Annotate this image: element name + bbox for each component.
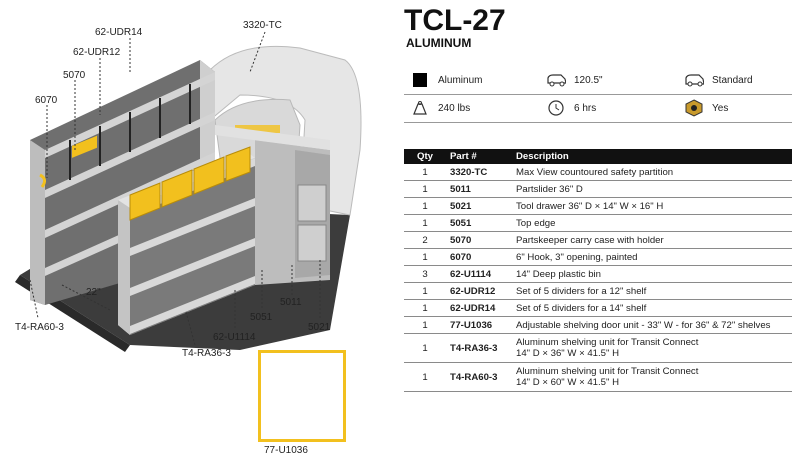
row-qty: 2: [404, 231, 446, 249]
row-description: Set of 5 dividers for a 12" shelf: [512, 282, 792, 300]
spec-weight-value: 240 lbs: [438, 102, 471, 114]
row-description: Top edge: [512, 214, 792, 232]
row-description-line1: Aluminum shelving unit for Transit Conne…: [516, 366, 699, 377]
row-qty: 1: [404, 282, 446, 300]
row-description: Aluminum shelving unit for Transit Conne…: [512, 333, 792, 363]
callout-5021: 5021: [308, 322, 331, 333]
callout-5011: 5011: [280, 297, 302, 308]
row-part: 5021: [446, 197, 512, 215]
row-description: Partskeeper carry case with holder: [512, 231, 792, 249]
spec-material: Aluminum: [410, 72, 482, 88]
row-part: 5070: [446, 231, 512, 249]
spec-install-time-value: 6 hrs: [574, 102, 597, 114]
row-part: T4-RA60-3: [446, 362, 512, 392]
callout-5070: 5070: [63, 70, 86, 81]
callout-6070: 6070: [35, 95, 58, 106]
row-description: Set of 5 dividers for a 14" shelf: [512, 299, 792, 317]
row-qty: 3: [404, 265, 446, 283]
callout-77-u1036: 77-U1036: [264, 445, 308, 456]
callout-dimension-22: 22": [86, 287, 101, 298]
spec-roof-value: Standard: [712, 74, 753, 86]
callout-t4-ra36-3: T4-RA36-3: [182, 348, 231, 359]
callout-62-u1114: 62-U1114: [213, 332, 256, 343]
hardware-nut-icon: [684, 99, 704, 117]
spec-roof: Standard: [684, 72, 753, 88]
spec-install-time: 6 hrs: [546, 100, 596, 116]
row-part: 62-U1114: [446, 265, 512, 283]
spec-material-value: Aluminum: [438, 74, 483, 86]
spec-hardware-value: Yes: [712, 102, 729, 114]
van-length-icon: [546, 72, 566, 88]
row-description: 6" Hook, 3" opening, painted: [512, 248, 792, 266]
row-qty: 1: [404, 197, 446, 215]
callout-3320-tc: 3320-TC: [243, 20, 282, 31]
clock-icon: [546, 100, 566, 116]
spec-divider: [404, 94, 792, 95]
row-description-line2: 14" D × 60" W × 41.5" H: [516, 377, 620, 388]
row-part: 77-U1036: [446, 316, 512, 334]
row-part: 62-UDR12: [446, 282, 512, 300]
row-qty: 1: [404, 299, 446, 317]
row-part: 3320-TC: [446, 164, 512, 181]
row-part: 62-UDR14: [446, 299, 512, 317]
row-qty: 1: [404, 164, 446, 181]
callout-62-udr12: 62-UDR12: [73, 47, 121, 58]
row-qty: 1: [404, 333, 446, 363]
row-description: Tool drawer 36" D × 14" W × 16" H: [512, 197, 792, 215]
table-header-row: Qty Part # Description: [404, 149, 792, 164]
black-square-icon: [410, 72, 430, 88]
van-shelving-illustration: [15, 31, 362, 421]
row-qty: 1: [404, 214, 446, 232]
header-description: Description: [512, 149, 792, 164]
weight-icon: [410, 100, 430, 116]
spec-weight: 240 lbs: [410, 100, 470, 116]
header-qty: Qty: [404, 149, 446, 164]
row-description-line2: 14" D × 36" W × 41.5" H: [516, 348, 620, 359]
door-unit-inset-frame: [258, 350, 346, 442]
row-part: 5051: [446, 214, 512, 232]
spec-wheelbase: 120.5": [546, 72, 603, 88]
callout-62-udr14: 62-UDR14: [95, 27, 143, 38]
spec-wheelbase-value: 120.5": [574, 74, 603, 86]
van-roof-icon: [684, 72, 704, 88]
row-part: T4-RA36-3: [446, 333, 512, 363]
spec-hardware: Yes: [684, 99, 729, 117]
row-description: 14" Deep plastic bin: [512, 265, 792, 283]
product-title: TCL-27: [404, 4, 506, 37]
row-part: 6070: [446, 248, 512, 266]
spec-divider: [404, 122, 792, 123]
row-qty: 1: [404, 180, 446, 198]
row-description: Max View countoured safety partition: [512, 164, 792, 181]
row-qty: 1: [404, 362, 446, 392]
row-description: Adjustable shelving door unit - 33" W - …: [512, 316, 792, 334]
callout-5051: 5051: [250, 312, 273, 323]
row-part: 5011: [446, 180, 512, 198]
row-qty: 1: [404, 316, 446, 334]
row-description: Aluminum shelving unit for Transit Conne…: [512, 362, 792, 392]
callout-t4-ra60-3: T4-RA60-3: [15, 322, 64, 333]
product-subtitle: ALUMINUM: [406, 36, 472, 50]
row-description: Partslider 36" D: [512, 180, 792, 198]
row-description-line1: Aluminum shelving unit for Transit Conne…: [516, 337, 699, 348]
header-part: Part #: [446, 149, 512, 164]
row-qty: 1: [404, 248, 446, 266]
